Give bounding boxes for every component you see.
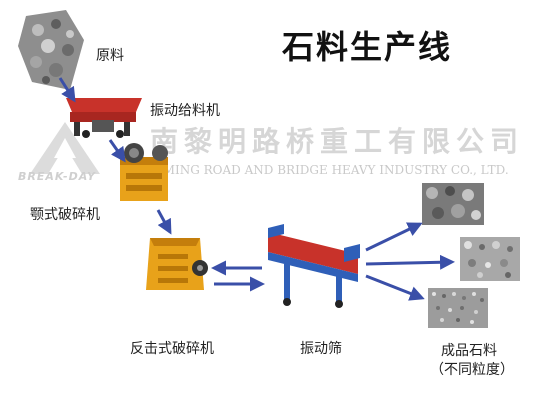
product-coarse-image [422,183,484,229]
arrow-raw-to-feeder [58,77,76,103]
raw-material-image [18,10,88,96]
arrow-screen-to-medium [365,254,455,270]
logo-text: BREAK-DAY [18,170,96,183]
page-title: 石料生产线 [282,28,453,66]
vibrating-screen-image [264,224,362,312]
company-logo-watermark [20,118,110,190]
company-name-cn: 南黎明路桥重工有限公司 [150,125,525,158]
impact-crusher-image [144,234,210,300]
label-jaw: 颚式破碎机 [30,207,100,223]
label-product-size: （不同粒度） [430,362,514,378]
arrow-screen-to-fine [365,274,425,301]
label-feeder: 振动给料机 [150,103,220,119]
product-medium-image [460,237,520,285]
vibrating-feeder-image [64,94,144,144]
arrow-feeder-to-jaw [108,139,126,163]
label-product: 成品石料 [441,343,497,359]
label-screen: 振动筛 [300,341,342,357]
product-fine-image [428,288,488,332]
arrow-jaw-to-impact [156,209,172,235]
label-impact: 反击式破碎机 [130,341,214,357]
label-raw: 原料 [96,48,124,64]
arrow-screen-to-coarse [365,222,423,252]
company-name-en: LIMING ROAD AND BRIDGE HEAVY INDUSTRY CO… [150,163,509,177]
jaw-crusher-image [116,143,174,209]
